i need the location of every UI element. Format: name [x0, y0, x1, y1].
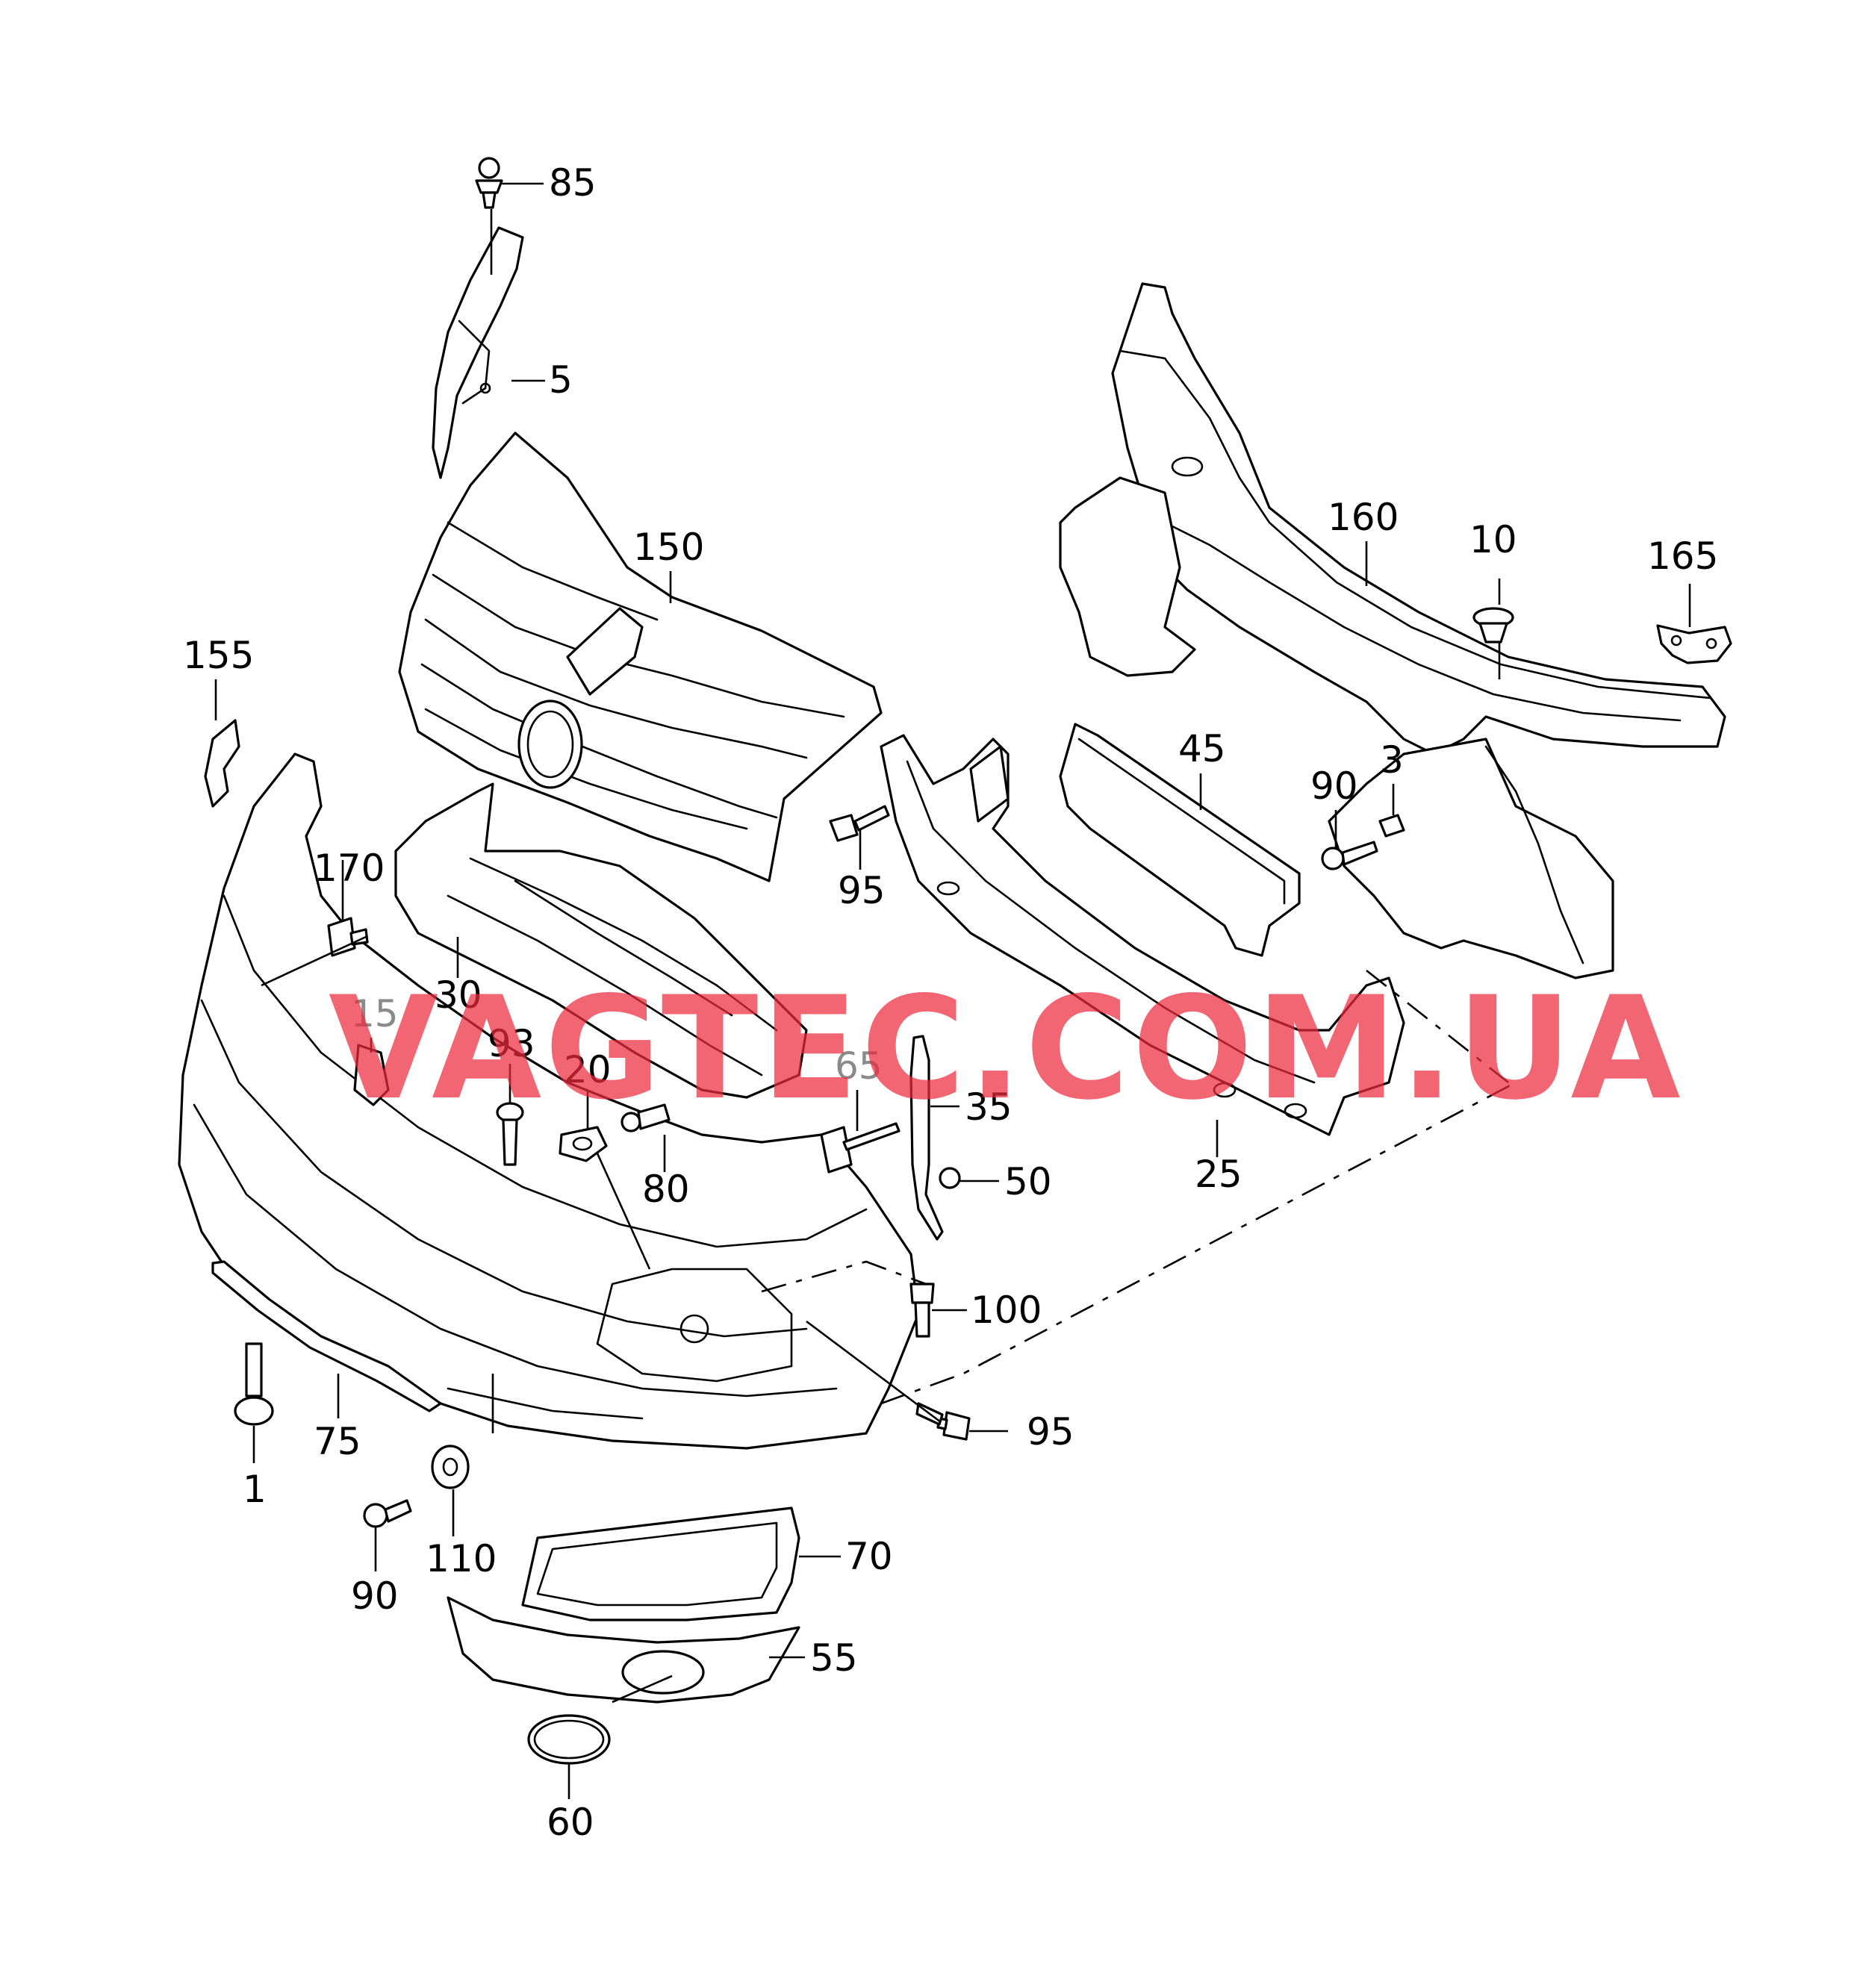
- callout-90-lower: 90: [351, 1574, 399, 1618]
- part-160-lock-carrier[interactable]: [1059, 282, 1726, 979]
- callout-160: 160: [1328, 496, 1399, 539]
- part-93-bolt[interactable]: [496, 1102, 524, 1166]
- callout-30: 30: [435, 973, 482, 1017]
- leader-lines: [214, 182, 1691, 1799]
- callout-170: 170: [314, 847, 385, 890]
- part-15-bracket[interactable]: [353, 1044, 390, 1106]
- part-30-air-guide[interactable]: [394, 782, 808, 1099]
- part-65-stud-bracket[interactable]: [820, 1122, 901, 1174]
- part-10-clip[interactable]: [1472, 607, 1514, 644]
- part-155-bracket[interactable]: [204, 719, 240, 808]
- part-170-clip[interactable]: [327, 917, 369, 957]
- part-3-nut[interactable]: [1378, 814, 1405, 838]
- callout-35: 35: [965, 1085, 1013, 1129]
- part-110-washer[interactable]: [431, 1445, 470, 1489]
- callout-155: 155: [183, 634, 254, 677]
- callout-85: 85: [549, 161, 597, 205]
- callout-95-lower: 95: [1027, 1410, 1074, 1453]
- callout-1: 1: [243, 1468, 267, 1511]
- callout-15: 15: [351, 992, 399, 1035]
- watermark-text: VAGTEC.COM.UA: [329, 966, 1684, 1131]
- part-60-ring[interactable]: [527, 1714, 611, 1765]
- part-70-grille-insert[interactable]: [521, 1506, 800, 1621]
- callout-60: 60: [547, 1801, 594, 1844]
- part-50-nut[interactable]: [939, 1167, 961, 1189]
- callout-93: 93: [488, 1022, 535, 1065]
- callout-90-upper: 90: [1310, 764, 1358, 808]
- callout-100: 100: [971, 1289, 1042, 1332]
- part-90-screw-lower[interactable]: [363, 1499, 412, 1528]
- part-150-grille[interactable]: [398, 431, 883, 882]
- callout-3: 3: [1380, 738, 1404, 782]
- callout-150: 150: [633, 526, 704, 569]
- part-85-clip[interactable]: [475, 157, 503, 209]
- part-45-deformation-element[interactable]: [1059, 723, 1301, 957]
- part-55-trim-cover[interactable]: [447, 1596, 800, 1704]
- part-35-mounting-strip[interactable]: [909, 1035, 944, 1241]
- part-90-screw-upper[interactable]: [1321, 841, 1378, 870]
- callout-110: 110: [426, 1537, 497, 1580]
- callout-165: 165: [1647, 535, 1718, 578]
- part-165-bracket[interactable]: [1656, 624, 1732, 664]
- callout-55: 55: [810, 1636, 858, 1680]
- part-95-bolt-lower[interactable]: [915, 1402, 971, 1441]
- callout-75: 75: [314, 1420, 361, 1463]
- assembly-lines: [761, 969, 1517, 1405]
- callout-5: 5: [549, 358, 573, 402]
- part-75-trim-strip[interactable]: [211, 1260, 442, 1412]
- part-5-air-guide[interactable]: [432, 226, 524, 479]
- callout-25: 25: [1195, 1153, 1242, 1196]
- part-20-bracket[interactable]: [559, 1126, 608, 1162]
- callout-labels: 85 5 150 155 160 10 165 45 90 3 95 170 3…: [183, 161, 1718, 1844]
- callout-95-upper: 95: [838, 869, 886, 912]
- callout-20: 20: [564, 1048, 612, 1091]
- callout-10: 10: [1469, 518, 1517, 561]
- part-25-bumper-bracket[interactable]: [880, 734, 1405, 1136]
- part-1-bolt[interactable]: [234, 1342, 274, 1426]
- part-80-bolt[interactable]: [620, 1103, 671, 1132]
- callout-50: 50: [1004, 1160, 1052, 1203]
- callout-80: 80: [642, 1168, 690, 1211]
- part-95-bolt-upper[interactable]: [829, 805, 890, 842]
- callout-65: 65: [835, 1044, 883, 1088]
- callout-70: 70: [845, 1535, 893, 1578]
- callout-45: 45: [1178, 727, 1226, 770]
